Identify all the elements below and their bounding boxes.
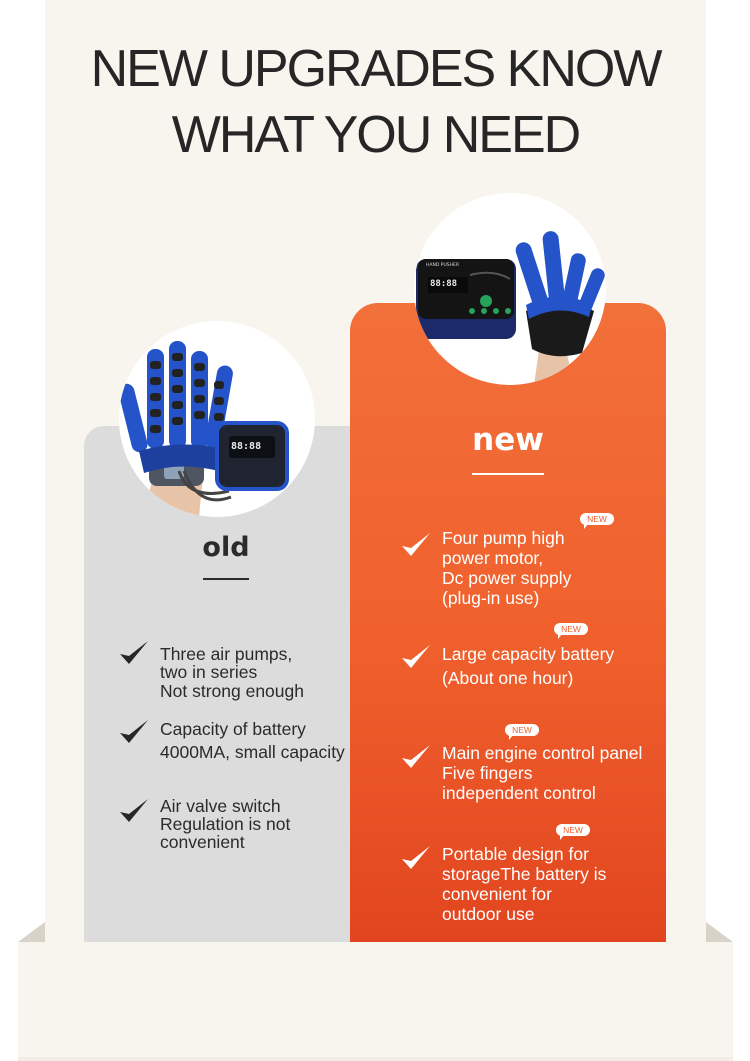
old-feature-1-line-2: two in series: [160, 662, 258, 682]
new-feature-2-line-1: Large capacity battery: [442, 644, 615, 664]
new-feature-3-line-1: Main engine control panel: [442, 743, 643, 763]
old-feature-3: Air valve switch Regulation is not conve…: [160, 797, 290, 851]
old-feature-2: Capacity of battery 4000MA, small capaci…: [160, 718, 345, 764]
checkmark-icon: [402, 533, 430, 556]
new-feature-1-line-2: power motor,: [442, 548, 544, 568]
title-line-1: NEW UPGRADES KNOW: [90, 40, 663, 98]
new-feature-3-line-2: Five fingers: [442, 763, 533, 783]
old-feature-1: Three air pumps, two in series Not stron…: [160, 644, 304, 701]
checkmark-icon: [402, 846, 430, 869]
new-feature-4: Portable design for storageThe battery i…: [442, 844, 606, 924]
old-feature-1-line-1: Three air pumps,: [160, 644, 293, 664]
old-heading-underline: [203, 578, 249, 580]
new-controller-brand-label: HAND PUSHER: [426, 263, 459, 268]
checkmark-icon: [120, 641, 148, 664]
new-badge: NEW: [580, 513, 614, 529]
old-product-image: 88:88: [119, 321, 315, 517]
old-feature-3-line-3: convenient: [160, 832, 245, 852]
new-product-image: HAND PUSHER 88:88: [414, 193, 606, 385]
shelf-right-corner: [706, 922, 733, 942]
old-heading: old: [202, 532, 250, 563]
old-glove-and-controller-illustration: [119, 341, 289, 517]
checkmark-icon: [402, 645, 430, 668]
new-feature-3: Main engine control panel Five fingers i…: [442, 743, 642, 803]
new-feature-3-line-3: independent control: [442, 783, 596, 803]
checkmark-icon: [402, 745, 430, 768]
new-controller-display: 88:88: [430, 279, 458, 289]
old-feature-1-line-3: Not strong enough: [160, 681, 304, 701]
new-feature-4-line-1: Portable design for: [442, 844, 589, 864]
new-feature-1-line-1: Four pump high: [442, 528, 565, 548]
new-badge: NEW: [556, 824, 590, 840]
new-heading: new: [472, 422, 544, 458]
new-feature-1-line-4: (plug-in use): [442, 588, 540, 608]
new-badge: NEW: [505, 724, 539, 740]
shelf-left-corner: [18, 922, 45, 942]
old-feature-3-line-2: Regulation is not: [160, 814, 291, 834]
new-feature-2-line-2: (About one hour): [442, 668, 574, 688]
new-feature-1: Four pump high power motor, Dc power sup…: [442, 528, 571, 608]
title-line-2: WHAT YOU NEED: [171, 106, 581, 164]
old-feature-3-line-1: Air valve switch: [160, 796, 281, 816]
old-feature-2-line-2: 4000MA, small capacity: [160, 742, 345, 762]
old-feature-2-line-1: Capacity of battery: [160, 719, 306, 739]
new-feature-4-line-3: convenient for: [442, 884, 552, 904]
checkmark-icon: [120, 720, 148, 743]
old-controller-display: 88:88: [231, 441, 262, 452]
new-heading-underline: [472, 473, 544, 475]
new-version-panel: [350, 303, 666, 942]
new-feature-4-line-4: outdoor use: [442, 904, 535, 924]
pedestal-edge: [18, 1057, 733, 1061]
new-feature-1-line-3: Dc power supply: [442, 568, 572, 588]
pedestal-base: [18, 942, 733, 1061]
new-feature-4-line-2: storageThe battery is: [442, 864, 607, 884]
checkmark-icon: [120, 799, 148, 822]
new-badge: NEW: [554, 623, 588, 639]
new-glove-and-controller-illustration: [416, 231, 605, 385]
new-feature-2: Large capacity battery (About one hour): [442, 642, 614, 690]
page-title: NEW UPGRADES KNOW WHAT YOU NEED: [45, 36, 706, 168]
